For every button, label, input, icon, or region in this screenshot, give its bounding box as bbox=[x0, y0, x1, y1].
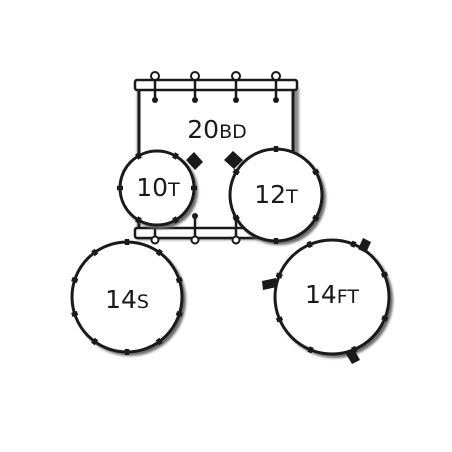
lug-icon bbox=[380, 271, 389, 278]
tension-rod-icon bbox=[190, 213, 200, 245]
snare-14-label: 14S bbox=[105, 285, 149, 314]
tension-rod-icon bbox=[271, 71, 281, 103]
tom-12-label: 12T bbox=[254, 180, 298, 209]
lug-icon bbox=[275, 272, 283, 279]
lug-icon bbox=[312, 168, 320, 176]
lug-icon bbox=[91, 248, 99, 257]
tom-12 bbox=[228, 146, 326, 245]
lug-icon bbox=[172, 216, 179, 224]
floor-tom-leg-icon bbox=[262, 278, 277, 290]
tom-mount-icon bbox=[186, 152, 203, 170]
tension-rod-icon bbox=[150, 226, 160, 245]
bass-drum-top-hoop bbox=[133, 78, 299, 92]
tension-rod-icon bbox=[190, 71, 200, 103]
tom-10 bbox=[117, 149, 198, 229]
lug-icon bbox=[306, 240, 313, 249]
lug-icon bbox=[312, 214, 320, 222]
snare-14 bbox=[70, 239, 186, 356]
floor-tom-14-label: 14FT bbox=[305, 280, 359, 309]
lug-icon bbox=[275, 316, 284, 323]
tom-mount-icon bbox=[224, 151, 243, 169]
lug-icon bbox=[175, 310, 183, 318]
lug-icon bbox=[175, 276, 183, 284]
floor-tom-leg-icon bbox=[346, 349, 360, 364]
lug-icon bbox=[381, 315, 389, 322]
lug-icon bbox=[273, 146, 279, 152]
lug-icon bbox=[172, 152, 179, 160]
lug-icon bbox=[232, 214, 240, 222]
tension-rod-icon bbox=[150, 71, 160, 103]
lug-icon bbox=[155, 248, 163, 257]
lug-icon bbox=[191, 185, 197, 191]
lug-icon bbox=[135, 216, 142, 224]
tension-rod-icon bbox=[231, 71, 241, 103]
tom-10-label: 10T bbox=[136, 173, 180, 202]
lug-icon bbox=[124, 349, 130, 355]
lug-icon bbox=[135, 152, 142, 160]
lug-icon bbox=[124, 239, 130, 245]
lug-icon bbox=[155, 337, 163, 346]
bass-drum-label: 20BD bbox=[187, 115, 246, 144]
floor-tom-14 bbox=[273, 238, 393, 358]
lug-icon bbox=[350, 240, 357, 248]
lug-icon bbox=[117, 185, 123, 191]
lug-icon bbox=[91, 337, 99, 346]
lug-icon bbox=[273, 238, 279, 244]
lug-icon bbox=[71, 276, 79, 284]
drum-head bbox=[273, 238, 391, 356]
lug-icon bbox=[232, 168, 240, 176]
lug-icon bbox=[71, 310, 79, 318]
lug-icon bbox=[307, 346, 314, 354]
floor-tom-leg-icon bbox=[358, 238, 371, 253]
